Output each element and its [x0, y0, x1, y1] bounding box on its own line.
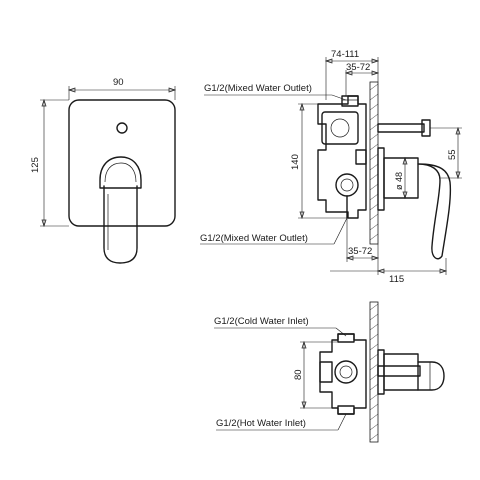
inlet-handle-knob: [417, 361, 445, 391]
handle-base: [99, 156, 142, 189]
dim-35-72-top: 35-72: [344, 62, 380, 96]
dim-35-72-top-label: 35-72: [346, 62, 370, 73]
dim-width: 90: [67, 77, 177, 100]
dim-width-label: 90: [113, 77, 124, 88]
diverter-ring: [335, 173, 359, 197]
dim-diameter-label: ø 48: [394, 172, 404, 190]
side-lever: [417, 163, 452, 260]
dim-35-72-bottom: 35-72: [345, 218, 380, 262]
dim-115-label: 115: [389, 274, 404, 285]
dim-74-111: 74-111: [324, 49, 380, 100]
leader-outlet-bottom: G1/2(Mixed Water Outlet): [200, 217, 348, 245]
dim-80-label: 80: [293, 369, 304, 380]
handle-hub: [383, 157, 419, 199]
dim-height-label: 125: [30, 157, 41, 173]
inlet-view: G1/2(Cold Water Inlet) G1/2(Hot Water In…: [214, 301, 445, 443]
inlet-valve-body: [319, 333, 367, 415]
inlet-cold-stub: [337, 333, 355, 343]
inlet-cover: [377, 349, 385, 395]
side-cover-plate: [377, 147, 385, 211]
dim-140-label: 140: [290, 154, 301, 170]
side-view: G1/2(Mixed Water Outlet) G1/2(Mixed Wate…: [200, 49, 462, 285]
outlet-top-stub: [341, 95, 359, 107]
dim-35-72-bottom-label: 35-72: [348, 246, 372, 257]
inlet-hot-stub: [337, 405, 355, 415]
label-cold-inlet: G1/2(Cold Water Inlet): [214, 316, 309, 327]
dim-55-label: 55: [447, 149, 458, 160]
lever: [103, 185, 138, 264]
dim-140: 140: [290, 102, 348, 220]
leader-cold-inlet: G1/2(Cold Water Inlet): [214, 316, 347, 337]
label-outlet-bottom: G1/2(Mixed Water Outlet): [200, 233, 308, 244]
leader-outlet-top: G1/2(Mixed Water Outlet): [204, 83, 347, 101]
dim-74-111-label: 74-111: [331, 49, 359, 60]
cover-plate: [68, 99, 176, 227]
inlet-cartridge-ring: [334, 360, 358, 384]
dim-height: 125: [30, 98, 69, 228]
front-view: 90 125: [30, 77, 177, 264]
wall-hatch-lower: [369, 303, 379, 441]
label-hot-inlet: G1/2(Hot Water Inlet): [216, 418, 306, 429]
wall-section-upper: [369, 81, 379, 245]
leader-hot-inlet: G1/2(Hot Water Inlet): [216, 413, 347, 431]
inlet-hub: [383, 353, 419, 391]
dim-55: 55: [430, 126, 462, 180]
dim-diameter: ø 48: [394, 156, 408, 200]
dim-115: 115: [330, 244, 448, 285]
wall-section-lower: [369, 301, 379, 443]
indicator-hole: [116, 122, 128, 134]
inlet-side-stub: [319, 361, 333, 383]
dim-80: 80: [293, 340, 338, 410]
valve-body: [317, 95, 367, 219]
label-outlet-top: G1/2(Mixed Water Outlet): [204, 83, 312, 94]
spindle-knob: [421, 119, 431, 137]
cartridge-housing: [321, 111, 359, 145]
wall-hatch-upper: [369, 83, 379, 241]
mid-stub: [355, 149, 367, 165]
spindle: [377, 123, 425, 133]
